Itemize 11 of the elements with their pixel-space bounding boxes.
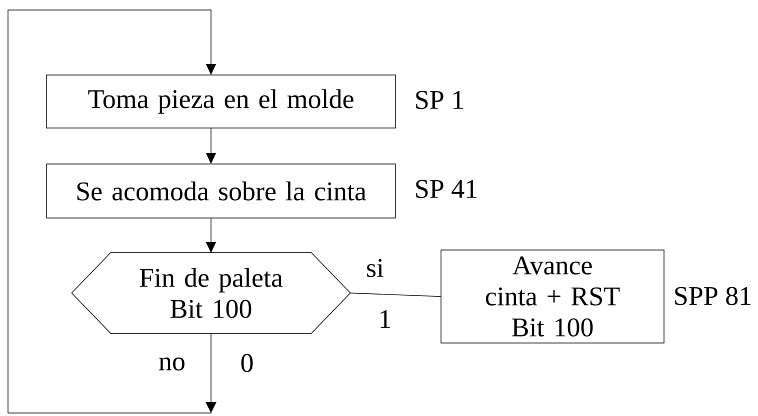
step-label: SP 41 (416, 180, 477, 198)
process-box: Toma pieza en el molde (46, 74, 396, 128)
branch-value: 1 (380, 310, 390, 328)
process-box: Se acomoda sobre la cinta (46, 164, 396, 218)
arrow (8, 10, 216, 414)
process-box: Avance cinta + RST Bit 100 (440, 250, 664, 344)
step-label: SPP 81 (675, 286, 751, 306)
decision-hexagon: Fin de paleta Bit 100 (71, 252, 351, 334)
edge-label: si (365, 258, 385, 278)
step-label: SP 1 (416, 90, 464, 110)
edge-label: no (158, 356, 186, 372)
